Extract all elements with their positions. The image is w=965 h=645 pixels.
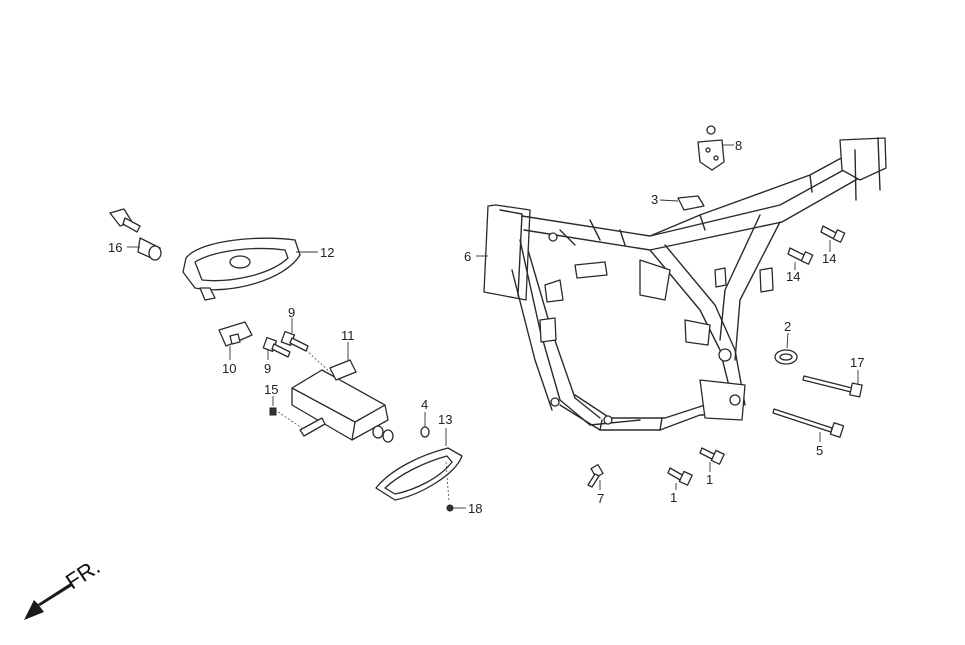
callout-16: 16: [108, 240, 122, 255]
bolt-part-5: [772, 408, 845, 442]
bolt-part-9a: [262, 336, 291, 360]
bolt-part-1b: [699, 447, 725, 472]
callout-8: 8: [735, 138, 742, 153]
grommet-part-2: [774, 332, 798, 365]
cover-part-13: [375, 428, 463, 501]
bolt-part-7: [587, 464, 604, 490]
callout-14b: 14: [822, 251, 836, 266]
arrow-icon: [24, 582, 72, 620]
callout-3: 3: [651, 192, 658, 207]
callout-7: 7: [597, 491, 604, 506]
callout-4: 4: [421, 397, 428, 412]
screw-part-15: [269, 396, 306, 431]
callout-15: 15: [264, 382, 278, 397]
callout-14a: 14: [786, 269, 800, 284]
box-part-11: [291, 342, 394, 443]
callout-1b: 1: [706, 472, 713, 487]
callout-17: 17: [850, 355, 864, 370]
callout-9a: 9: [288, 305, 295, 320]
callout-5: 5: [816, 443, 823, 458]
callout-10: 10: [222, 361, 236, 376]
callout-13: 13: [438, 412, 452, 427]
callout-labels: 1 1 2 3 4 5 6 7 8 9 9 10 11 12 13 14 14 …: [108, 138, 864, 516]
callout-2: 2: [784, 319, 791, 334]
bolt-part-1a: [667, 467, 693, 490]
screw-part-18: [445, 461, 466, 512]
ignition-switch-part-16: [109, 208, 162, 261]
bolt-part-14b: [820, 225, 846, 252]
main-frame: [483, 137, 887, 431]
front-direction-arrow: FR.: [24, 554, 104, 620]
bolt-part-17: [802, 370, 863, 398]
callout-11: 11: [341, 328, 355, 343]
callout-6: 6: [464, 249, 471, 264]
cover-part-12: [182, 237, 318, 301]
clip-part-3: [659, 195, 705, 211]
bracket-part-8: [697, 125, 734, 171]
callout-12: 12: [320, 245, 334, 260]
callout-1a: 1: [670, 490, 677, 505]
bolt-part-14a: [787, 247, 814, 270]
nut-part-4: [420, 412, 430, 438]
callout-18: 18: [468, 501, 482, 516]
bracket-part-10: [218, 321, 253, 360]
callout-9b: 9: [264, 361, 271, 376]
bolt-part-9b: [280, 318, 309, 352]
